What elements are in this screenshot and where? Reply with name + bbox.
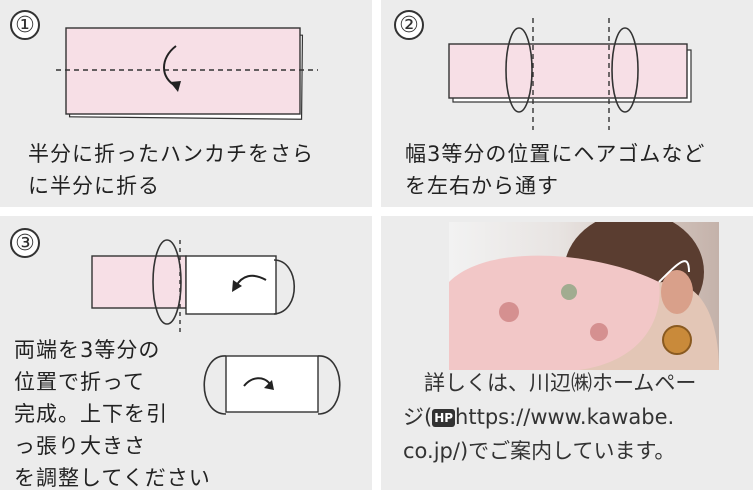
mask-photo: [449, 222, 719, 370]
hp-icon: HP: [432, 409, 456, 427]
caption-line: を調整してください: [14, 466, 211, 490]
website-url[interactable]: https://www.kawabe.: [455, 405, 675, 429]
info-line-2-prefix: ジ(: [403, 405, 433, 429]
info-line-3: co.jp/)でご案内しています。: [403, 439, 676, 463]
info-line-2: ジ(HPhttps://www.kawabe.: [403, 400, 748, 434]
mask-illustration: [449, 222, 719, 370]
caption-line: に半分に折る: [28, 174, 160, 198]
caption-line: 半分に折ったハンカチをさら: [28, 142, 314, 166]
caption-line: 両端を3等分の: [14, 338, 161, 362]
info-line-1: 詳しくは、川辺㈱ホームペー: [424, 371, 697, 395]
step-2-caption: 幅3等分の位置にヘアゴムなど を左右から通す: [405, 138, 705, 202]
info-panel: 詳しくは、川辺㈱ホームペー ジ(HPhttps://www.kawabe. co…: [381, 216, 753, 490]
step-number-2: ②: [394, 10, 424, 40]
step-1-panel: ① 半分に折ったハンカチをさら に半分に折る: [0, 0, 372, 207]
caption-line: を左右から通す: [405, 174, 559, 198]
caption-line: っ張り大きさ: [14, 434, 146, 458]
caption-line: 位置で折って: [14, 370, 145, 394]
step-1-caption: 半分に折ったハンカチをさら に半分に折る: [28, 138, 314, 202]
info-text: 詳しくは、川辺㈱ホームペー ジ(HPhttps://www.kawabe. co…: [403, 366, 748, 468]
caption-line: 幅3等分の位置にヘアゴムなど: [405, 142, 706, 166]
step-number-1: ①: [10, 10, 40, 40]
step-1-figure: [56, 27, 318, 120]
step-3-panel: ③ 両端を3等分の 位置で折って 完成。上下を引 っ張り大きさ を調整してくださ…: [0, 216, 372, 490]
step-3-caption: 両端を3等分の 位置で折って 完成。上下を引 っ張り大きさ を調整してください: [14, 334, 211, 494]
step-number-3: ③: [10, 228, 40, 258]
step-2-panel: ② 幅3等分の位置にヘアゴムなど を左右から通す: [381, 0, 753, 207]
step-2-figure: [448, 18, 692, 130]
caption-line: 完成。上下を引: [14, 402, 168, 426]
step-3-figure: [91, 239, 341, 415]
